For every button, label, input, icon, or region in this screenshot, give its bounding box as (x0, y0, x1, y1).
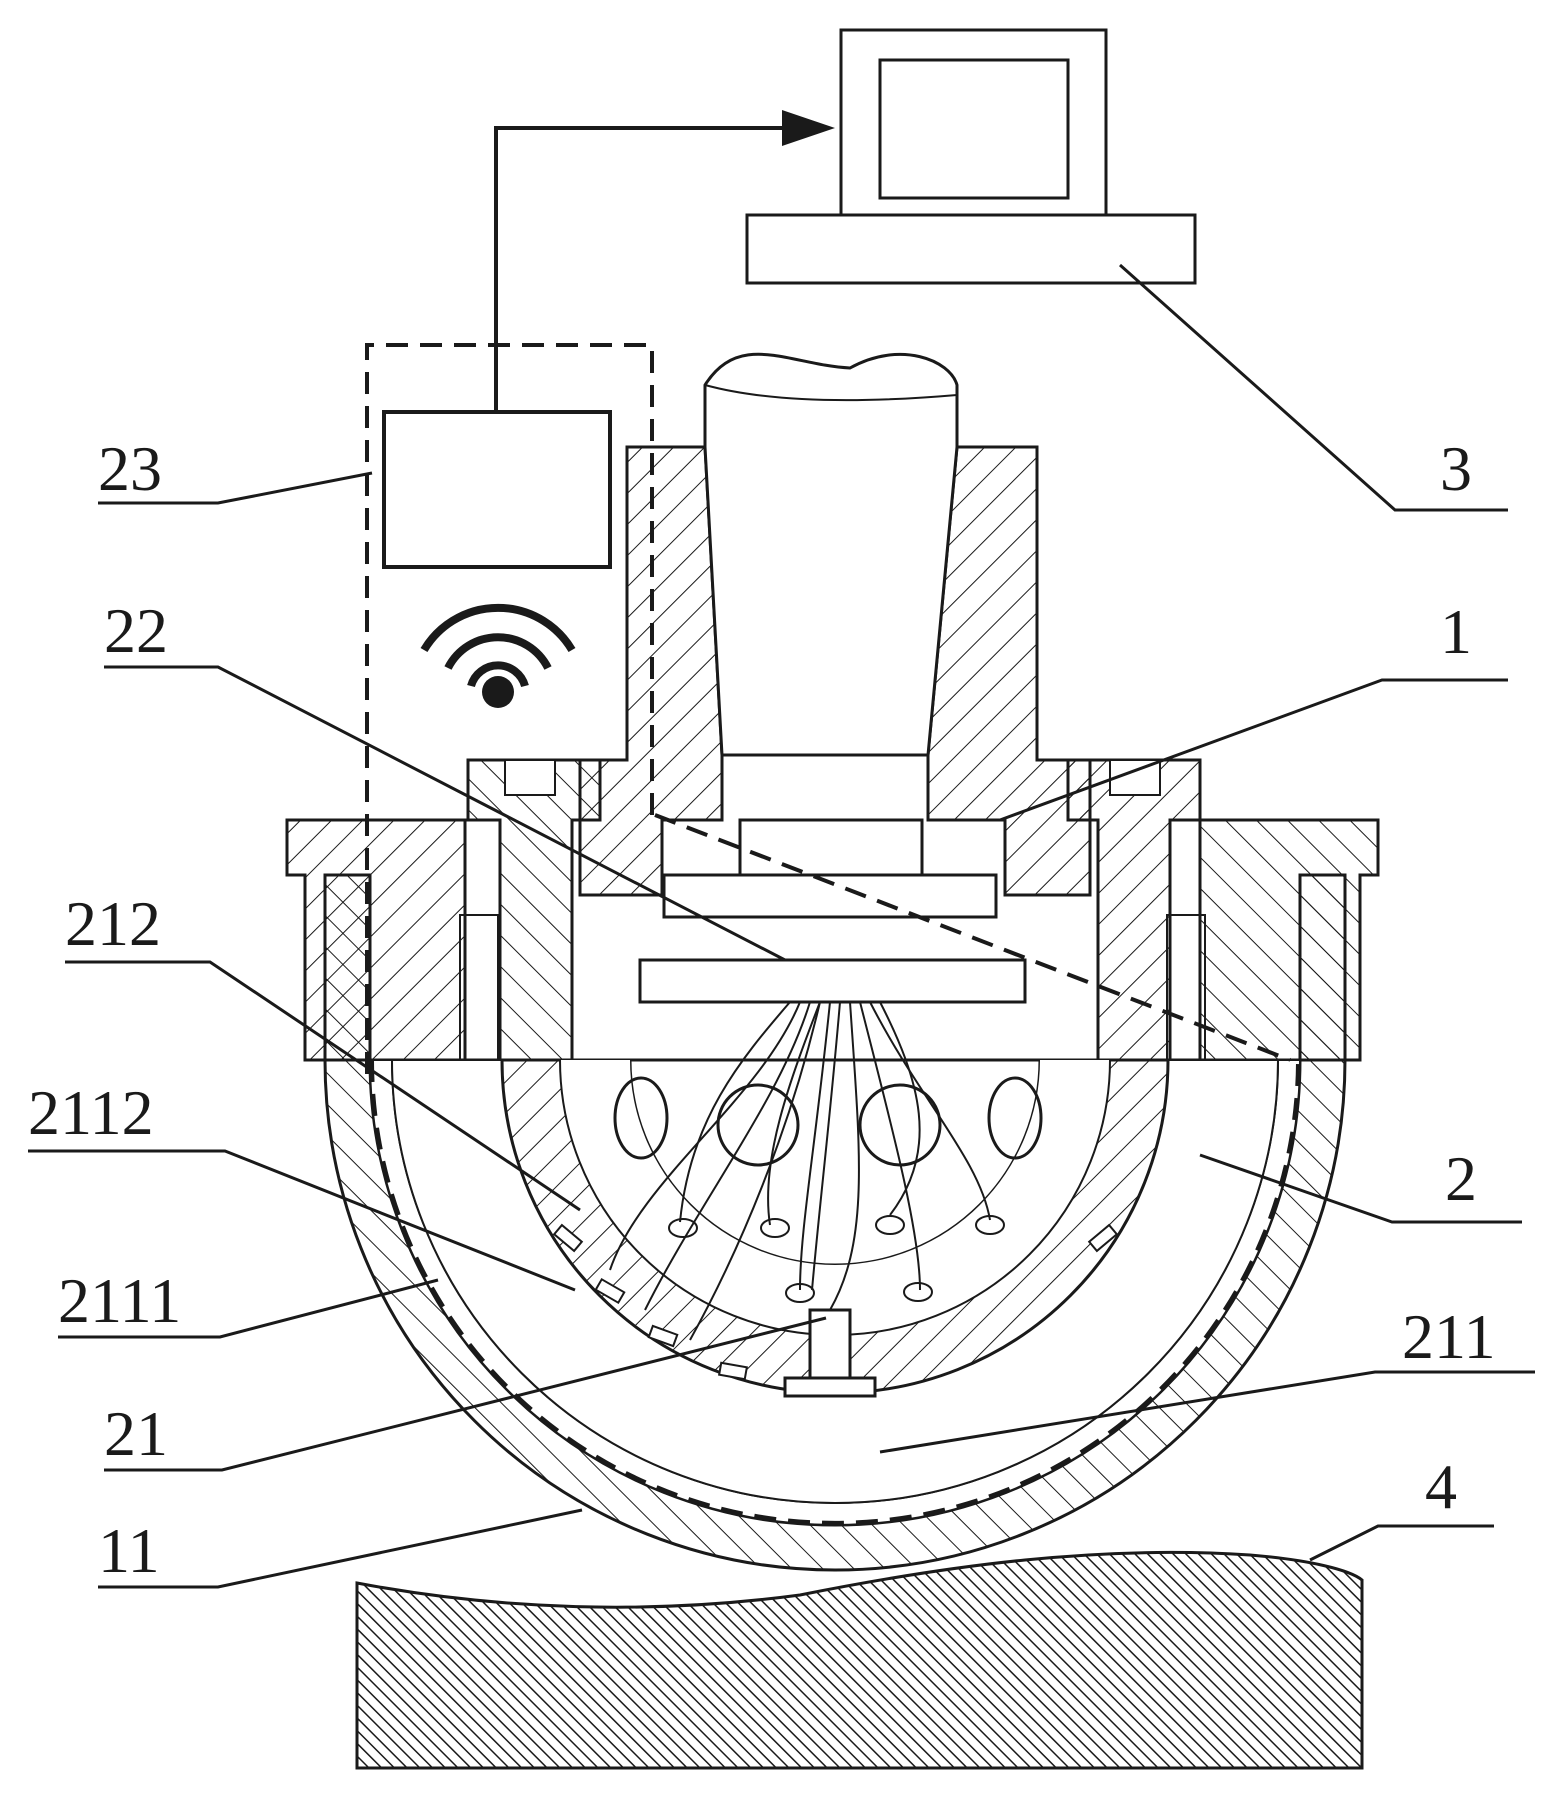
label-2112: 2112 (28, 1077, 154, 1148)
leader-11 (98, 1510, 582, 1587)
label-4: 4 (1425, 1451, 1457, 1522)
spindle-step (740, 820, 922, 875)
housing-right-wall (928, 447, 1090, 895)
label-211: 211 (1402, 1301, 1496, 1372)
workpiece (357, 1552, 1362, 1768)
leader-4 (1310, 1526, 1494, 1560)
label-11: 11 (98, 1515, 160, 1586)
module-23-box (384, 412, 610, 567)
upper-housing (580, 354, 1090, 917)
carrier-hole (860, 1085, 940, 1165)
arrow-head-icon (782, 110, 835, 146)
label-2111: 2111 (58, 1265, 181, 1336)
circuit-board (640, 960, 1025, 1002)
label-3: 3 (1440, 433, 1472, 504)
label-2: 2 (1445, 1143, 1477, 1214)
computer (747, 30, 1195, 283)
computer-screen (880, 60, 1068, 198)
housing-left-wall (580, 447, 722, 895)
spindle-shaft (705, 354, 957, 755)
wireless-icon (424, 608, 572, 708)
dashed-section-line (655, 815, 1290, 1060)
flange-right (1200, 820, 1378, 1060)
flange-left (287, 820, 465, 1060)
label-23: 23 (98, 433, 162, 504)
label-212: 212 (65, 888, 161, 959)
bolt-right (1068, 760, 1200, 1060)
label-1: 1 (1440, 596, 1472, 667)
label-22: 22 (104, 595, 168, 666)
label-21: 21 (104, 1398, 168, 1469)
